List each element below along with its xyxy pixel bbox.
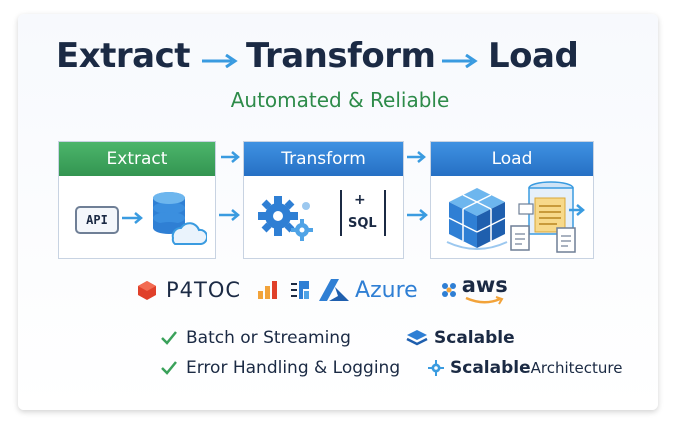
arrow-right-icon [442,54,478,68]
feature-scalable-label: Scalable [434,328,515,348]
layers-icon [406,330,428,346]
stage-transform-body: + SQL [244,176,403,258]
azure-logo-text: Azure [355,277,418,303]
sql-bracket [340,190,386,236]
check-icon [161,331,177,345]
arrow-right-icon [122,212,143,224]
feature-scalable: Scalable [406,328,515,348]
stage-extract: Extract API [58,141,216,259]
api-icon: API [75,206,119,234]
stage-transform: Transform [243,141,404,259]
headline: Extract Transform Load [0,36,680,82]
plus-symbol: + [354,192,366,208]
feature-error-handling-label: Error Handling & Logging [186,358,401,378]
stage-load-header: Load [431,142,593,176]
database-documents-icon [510,181,585,253]
azure-logo-icon [319,279,350,301]
title-extract: Extract [56,36,191,76]
tech-logos-row: P4TOC Azure aws [136,272,508,308]
stage-load: Load [430,141,594,259]
aws-logo: aws [462,273,508,307]
aws-logo-text: aws [461,273,508,297]
arrow-right-icon [219,209,240,221]
arrow-right-icon [202,54,238,68]
feature-architecture-rest: Architecture [530,359,623,377]
arrow-right-icon [221,151,240,163]
data-factory-logo-icon [291,281,310,299]
gear-icon [428,360,444,376]
sql-label: SQL [348,216,377,231]
title-transform: Transform [246,36,436,76]
feature-error-handling: Error Handling & Logging [160,358,400,378]
stage-load-body [431,176,593,258]
feature-architecture: Scalable Architecture [428,358,622,378]
stage-extract-body: API [59,176,215,258]
gears-icon [258,196,313,241]
feature-batch: Batch or Streaming [160,328,351,348]
subtitle: Automated & Reliable [230,88,450,112]
stage-transform-header: Transform [244,142,403,176]
cube-logo-icon [138,281,156,300]
database-cloud-icon [153,192,207,245]
check-icon [161,361,177,375]
feature-architecture-bold: Scalable [450,358,531,378]
stage-extract-header: Extract [59,142,215,176]
feature-batch-label: Batch or Streaming [186,328,351,348]
aws-smile-icon [465,296,504,305]
arrow-right-icon [407,209,428,221]
arrow-right-icon [407,151,426,163]
title-load: Load [488,36,579,76]
data-cube-icon [446,188,508,250]
tech-logo-text: P4TOC [166,278,242,302]
bar-chart-logo-icon [258,281,278,299]
cluster-logo-icon [441,283,456,297]
